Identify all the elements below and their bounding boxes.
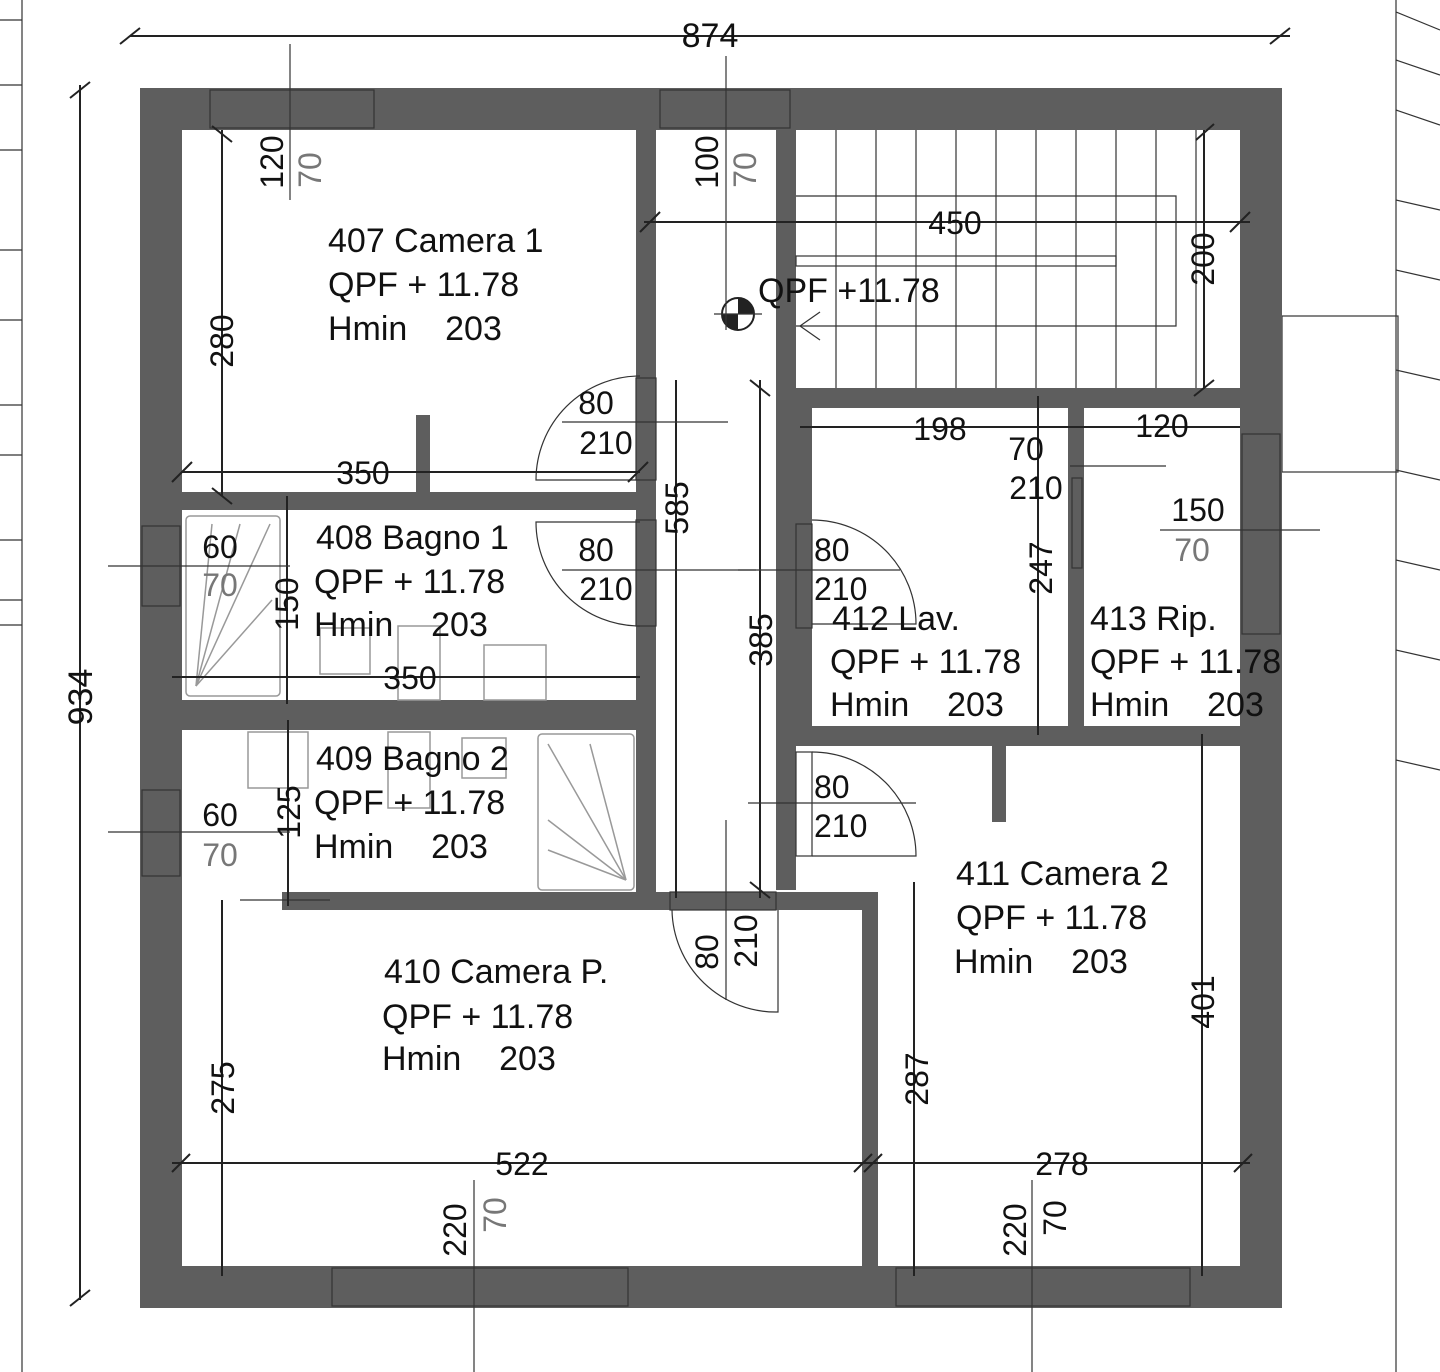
dim-585: 585: [659, 481, 695, 534]
room-name: 411 Camera 2: [956, 855, 1169, 893]
opening-width: 220: [997, 1203, 1033, 1256]
opening-width: 80: [578, 532, 614, 568]
opening-height: 70: [1174, 532, 1210, 568]
room-name: 407 Camera 1: [328, 222, 543, 260]
dim-200: 200: [1185, 232, 1221, 285]
dim-385: 385: [743, 613, 779, 666]
opening-width: 220: [437, 1203, 473, 1256]
opening-width: 80: [689, 934, 725, 970]
opening-width: 60: [202, 797, 238, 833]
door-408-label: 80 210: [578, 532, 632, 607]
opening-height: 70: [1037, 1200, 1073, 1236]
window-410-label: 220 70: [437, 1197, 513, 1256]
room-411: 411 Camera 2 QPF + 11.78 Hmin 203: [954, 855, 1169, 981]
dim-450: 450: [928, 205, 981, 241]
room-level: QPF + 11.78: [314, 784, 505, 822]
room-410: 410 Camera P. QPF + 11.78 Hmin 203: [382, 953, 608, 1078]
opening-height: 210: [814, 571, 867, 607]
walls: [140, 88, 1282, 1308]
door-swings: [240, 375, 917, 1013]
door-412-413-label: 70 210: [1008, 431, 1062, 506]
stair-level-label: QPF +11.78: [758, 272, 940, 310]
window-corridor-label: 100 70: [689, 135, 763, 188]
room-level: QPF + 11.78: [1090, 643, 1281, 681]
room-level: QPF + 11.78: [830, 643, 1021, 681]
opening-width: 70: [1008, 431, 1044, 467]
room-name: 408 Bagno 1: [316, 519, 509, 557]
dim-247: 247: [1023, 541, 1059, 594]
opening-width: 120: [254, 135, 290, 188]
room-409: 409 Bagno 2 QPF + 11.78 Hmin 203: [314, 740, 509, 866]
opening-height: 70: [292, 152, 328, 188]
dim-280: 280: [204, 314, 240, 367]
dim-350-bath: 350: [383, 660, 436, 696]
window-409-label: 60 70: [202, 797, 238, 873]
room-level: QPF + 11.78: [314, 563, 505, 601]
opening-width: 80: [814, 532, 850, 568]
opening-height: 210: [579, 425, 632, 461]
opening-height: 210: [728, 914, 764, 967]
opening-height: 70: [202, 567, 238, 603]
dimension-lines: [69, 27, 1291, 1307]
opening-width: 150: [1171, 492, 1224, 528]
dim-150: 150: [269, 577, 305, 630]
dim-287: 287: [899, 1052, 935, 1105]
room-hmin: Hmin 203: [314, 606, 488, 644]
room-name: 409 Bagno 2: [316, 740, 509, 778]
room-413: 413 Rip. QPF + 11.78 Hmin 203: [1090, 600, 1281, 724]
room-level: QPF + 11.78: [382, 998, 573, 1036]
room-407: 407 Camera 1 QPF + 11.78 Hmin 203: [328, 222, 543, 348]
opening-height: 70: [727, 152, 763, 188]
room-name: 413 Rip.: [1090, 600, 1217, 638]
room-level: QPF + 11.78: [328, 266, 519, 304]
room-408: 408 Bagno 1 QPF + 11.78 Hmin 203: [314, 519, 509, 644]
room-level: QPF + 11.78: [956, 899, 1147, 937]
dim-198: 198: [913, 411, 966, 447]
dim-120: 120: [1135, 408, 1188, 444]
room-hmin: Hmin 203: [1090, 686, 1264, 724]
overall-width: 874: [682, 17, 739, 55]
window-413-label: 150 70: [1171, 492, 1224, 568]
dim-401: 401: [1185, 975, 1221, 1028]
opening-height: 210: [579, 571, 632, 607]
window-411-label: 220 70: [997, 1200, 1073, 1256]
dim-522: 522: [495, 1146, 548, 1182]
opening-height: 210: [1009, 470, 1062, 506]
room-name: 412 Lav.: [832, 600, 960, 638]
room-hmin: Hmin 203: [328, 310, 502, 348]
opening-width: 60: [202, 529, 238, 565]
dim-350-top: 350: [336, 455, 389, 491]
dim-125: 125: [271, 785, 307, 838]
room-hmin: Hmin 203: [314, 828, 488, 866]
door-407-label: 80 210: [578, 385, 632, 461]
opening-width: 80: [578, 385, 614, 421]
opening-width: 80: [814, 769, 850, 805]
room-name: 410 Camera P.: [384, 953, 608, 991]
stairs: [795, 130, 1197, 388]
door-410-label: 80 210: [689, 914, 764, 969]
room-412: 412 Lav. QPF + 11.78 Hmin 203: [830, 600, 1021, 724]
dim-275: 275: [205, 1061, 241, 1114]
room-hmin: Hmin 203: [382, 1040, 556, 1078]
room-hmin: Hmin 203: [830, 686, 1004, 724]
opening-ref-lines: [108, 44, 1320, 1372]
level-marker: [714, 297, 762, 331]
door-411-label: 80 210: [814, 769, 867, 844]
door-412-label: 80 210: [814, 532, 867, 607]
fixtures: [185, 515, 635, 891]
opening-height: 70: [202, 837, 238, 873]
overall-height: 934: [62, 669, 100, 726]
window-407-label: 120 70: [254, 135, 328, 188]
window-408-label: 60 70: [202, 529, 238, 603]
opening-width: 100: [689, 135, 725, 188]
dim-278: 278: [1035, 1146, 1088, 1182]
opening-height: 70: [477, 1197, 513, 1233]
opening-height: 210: [814, 808, 867, 844]
room-hmin: Hmin 203: [954, 943, 1128, 981]
